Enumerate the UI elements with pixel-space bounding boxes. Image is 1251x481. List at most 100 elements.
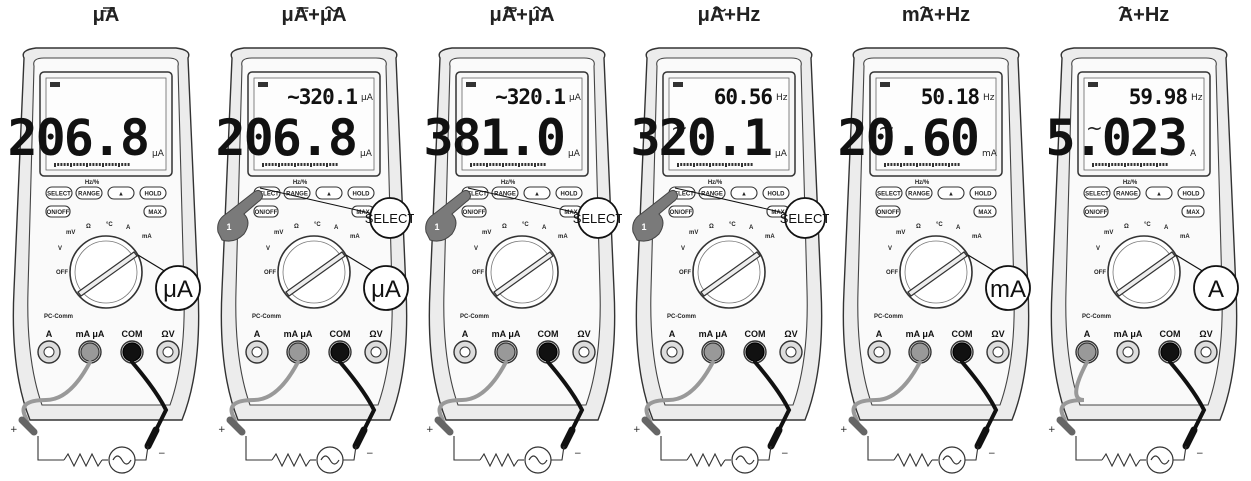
up-button-label: ▲	[741, 192, 747, 198]
bargraph-segment	[274, 163, 277, 166]
lcd-battery-icon	[50, 82, 60, 87]
range-callout-circle	[1193, 265, 1239, 311]
bargraph-segment	[511, 163, 514, 166]
ac-source-wave	[942, 455, 962, 465]
lcd-main-unit: μA	[775, 149, 788, 159]
select-callout-text: SELECT	[780, 211, 829, 226]
bargraph-segment	[922, 163, 925, 166]
test-circuit	[867, 436, 979, 474]
bargraph-segment	[1165, 163, 1168, 166]
onoff-button	[1083, 205, 1109, 218]
bargraph-segment	[290, 163, 293, 166]
onoff-button	[668, 205, 694, 218]
bargraph-segment	[300, 163, 303, 166]
hz-duty-label: Hz/%	[915, 180, 930, 186]
probe-positive-sign: +	[10, 425, 18, 435]
lcd-sub-unit: μA	[569, 93, 582, 103]
range-callout-text: μA	[163, 276, 193, 303]
lcd-main-reading: 320.1	[630, 109, 771, 167]
bargraph-segment	[699, 163, 702, 166]
range-button-label: RANGE	[908, 192, 930, 198]
dial-label-v: V	[1096, 246, 1100, 252]
bargraph-segment	[1133, 163, 1136, 166]
bargraph-segment	[316, 163, 319, 166]
hold-button	[555, 186, 583, 200]
dial-label-off: OFF	[1094, 270, 1106, 276]
bargraph-segment	[287, 163, 290, 166]
ac-mark	[712, 6, 727, 12]
bargraph-segment	[893, 163, 896, 166]
black-test-lead	[338, 360, 377, 440]
bargraph-segment	[737, 163, 740, 166]
bargraph-segment	[521, 163, 524, 166]
circuit-wire-left	[37, 436, 64, 461]
finger-press-icon	[217, 189, 263, 242]
select-button-label: SELECT	[255, 192, 279, 198]
select-callout-text: SELECT	[365, 211, 414, 226]
bargraph-segment	[82, 163, 85, 166]
meter-mode-title: μA+Hz	[697, 4, 761, 26]
bargraph-segment	[102, 163, 104, 167]
bargraph-segment	[1156, 163, 1158, 167]
range-button-label: RANGE	[701, 192, 723, 198]
jack-com-label: COM	[538, 329, 559, 339]
max-button	[143, 205, 167, 218]
bargraph-segment	[741, 163, 743, 167]
bargraph-segment	[66, 163, 69, 166]
bargraph-segment	[121, 163, 124, 166]
test-leads: +−	[840, 360, 999, 459]
meter-mode-title: μA+μA	[489, 4, 555, 26]
ac-mark	[532, 6, 547, 12]
onoff-button	[45, 205, 71, 218]
lcd-sub-unit: Hz	[1191, 93, 1203, 103]
select-button	[875, 186, 903, 200]
circuit-wire-right	[135, 445, 149, 461]
bargraph-segment	[92, 163, 95, 166]
bargraph-segment	[1104, 163, 1107, 166]
bargraph-segment	[731, 163, 734, 166]
lcd-main-unit: μA	[360, 149, 373, 159]
bargraph-segment	[111, 163, 114, 166]
bargraph-segment	[896, 163, 899, 166]
black-probe-handle	[767, 426, 783, 450]
test-circuit	[453, 436, 565, 474]
bargraph-segment	[313, 163, 316, 166]
select-button-label: SELECT	[877, 192, 901, 198]
select-button-label: SELECT	[670, 192, 694, 198]
dial-pointer	[285, 251, 346, 297]
max-button	[1181, 205, 1205, 218]
up-button-label: ▲	[118, 192, 124, 198]
lcd-main-reading: 20.60	[837, 109, 978, 167]
ac-source-wave	[112, 455, 132, 465]
dial-label-a: A	[334, 225, 339, 231]
bargraph-segment	[951, 163, 954, 166]
hz-duty-label: Hz/%	[1123, 180, 1138, 186]
red-lead-plug	[80, 342, 100, 362]
lcd-sub-reading: 60.56	[714, 85, 773, 109]
jack-ma-ua-socket	[1122, 346, 1134, 358]
bargraph-segment	[281, 163, 284, 166]
bargraph-segment	[1136, 163, 1139, 166]
jack-ma-ua-label: mA μA	[284, 329, 313, 339]
bargraph-segment	[932, 163, 934, 167]
lcd-window	[45, 77, 167, 171]
hold-button	[762, 186, 790, 200]
red-probe-handle	[226, 416, 246, 436]
bargraph-segment	[332, 163, 335, 166]
bargraph-segment	[887, 163, 890, 166]
lcd-ac-indicator: ~	[878, 116, 895, 140]
lcd-main-unit: mA	[982, 149, 998, 159]
test-leads: +−	[10, 360, 169, 459]
resistor-symbol	[271, 452, 311, 468]
dial-knob-ring	[1112, 240, 1176, 304]
hold-button	[969, 186, 997, 200]
black-lead-plug	[122, 342, 142, 362]
jack-ma-ua-label: mA μA	[1114, 329, 1143, 339]
dial-label-a: A	[956, 225, 961, 231]
jack-v-ohm-socket	[162, 346, 174, 358]
red-probe-handle	[18, 416, 38, 436]
